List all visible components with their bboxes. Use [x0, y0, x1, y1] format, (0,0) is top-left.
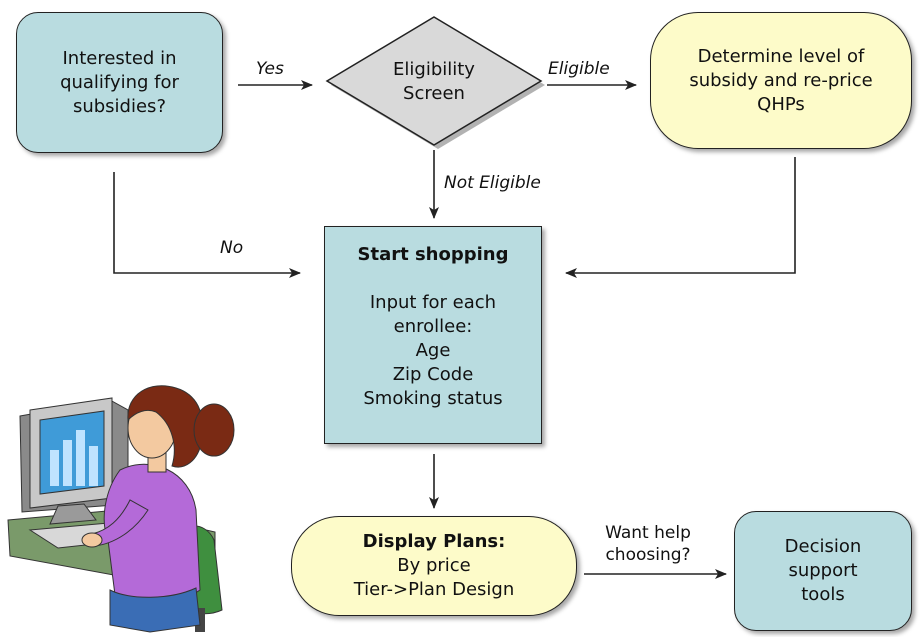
determine-subsidy-box: Determine level of subsidy and re-price …: [650, 12, 912, 149]
eligibility-diamond: [325, 16, 543, 146]
arrow-subsidy-return: [565, 157, 796, 278]
interested-text: Interested in qualifying for subsidies?: [60, 47, 179, 117]
display-plans-body: By price Tier->Plan Design: [353, 555, 515, 600]
decision-support-text: Decision support tools: [784, 536, 862, 605]
label-not-eligible: Not Eligible: [444, 173, 541, 193]
display-plans-title: Display Plans:: [362, 531, 506, 552]
label-yes: Yes: [256, 59, 284, 79]
start-shopping-box: Start shopping Input for each enrollee: …: [324, 226, 542, 444]
decision-support-box: Decision support tools: [734, 511, 912, 631]
label-eligible: Eligible: [548, 59, 610, 79]
label-no: No: [220, 238, 244, 258]
arrow-no: [113, 172, 301, 278]
determine-subsidy-text: Determine level of subsidy and re-price …: [689, 45, 873, 115]
label-want-help: Want help choosing?: [605, 523, 691, 565]
person-at-computer-icon: [7, 385, 235, 633]
start-shopping-title: Start shopping: [357, 244, 509, 265]
display-plans-box: Display Plans: By price Tier->Plan Desig…: [291, 516, 577, 616]
start-shopping-body: Input for each enrollee: Age Zip Code Sm…: [363, 292, 503, 409]
eligibility-screen-text: Eligibility Screen: [393, 59, 475, 104]
interested-in-subsidies-box: Interested in qualifying for subsidies?: [16, 12, 223, 153]
